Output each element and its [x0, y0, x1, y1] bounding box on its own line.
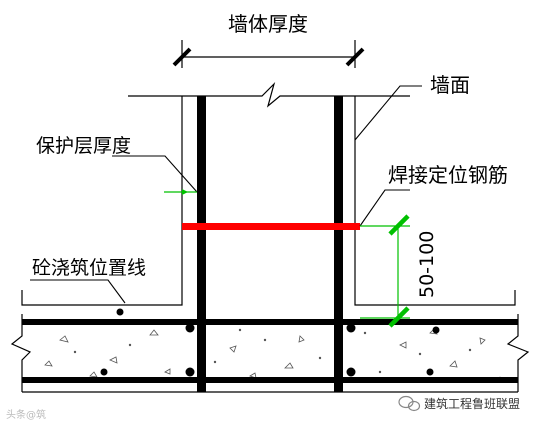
welded-bar-leader	[359, 189, 410, 227]
break-line	[128, 81, 410, 108]
slab-rebar	[22, 319, 518, 383]
spacing-label: 50-100	[416, 231, 438, 298]
wall-face-leader	[354, 85, 422, 141]
rebar-sections	[100, 308, 440, 377]
welded-positioning-bar-label: 焊接定位钢筋	[388, 163, 508, 187]
cover-thickness-label: 保护层厚度	[36, 135, 131, 157]
wall-vertical-rebar	[197, 96, 343, 392]
wall-thickness-dimension	[172, 40, 365, 68]
pour-line-leader	[30, 279, 126, 304]
spacing-dimension	[360, 214, 410, 328]
wall-thickness-label: 墙体厚度	[228, 12, 308, 36]
footer-right-watermark: 建筑工程鲁班联盟	[424, 396, 520, 411]
footer-left-watermark: 头条@筑	[6, 408, 46, 421]
wall-face-label: 墙面	[430, 73, 470, 97]
welded-positioning-bar	[182, 223, 360, 230]
cover-thickness-leader	[112, 155, 198, 195]
wall-outline	[21, 96, 516, 306]
wechat-icon	[398, 395, 421, 412]
concrete-pour-line-label: 砼浇筑位置线	[32, 257, 146, 279]
